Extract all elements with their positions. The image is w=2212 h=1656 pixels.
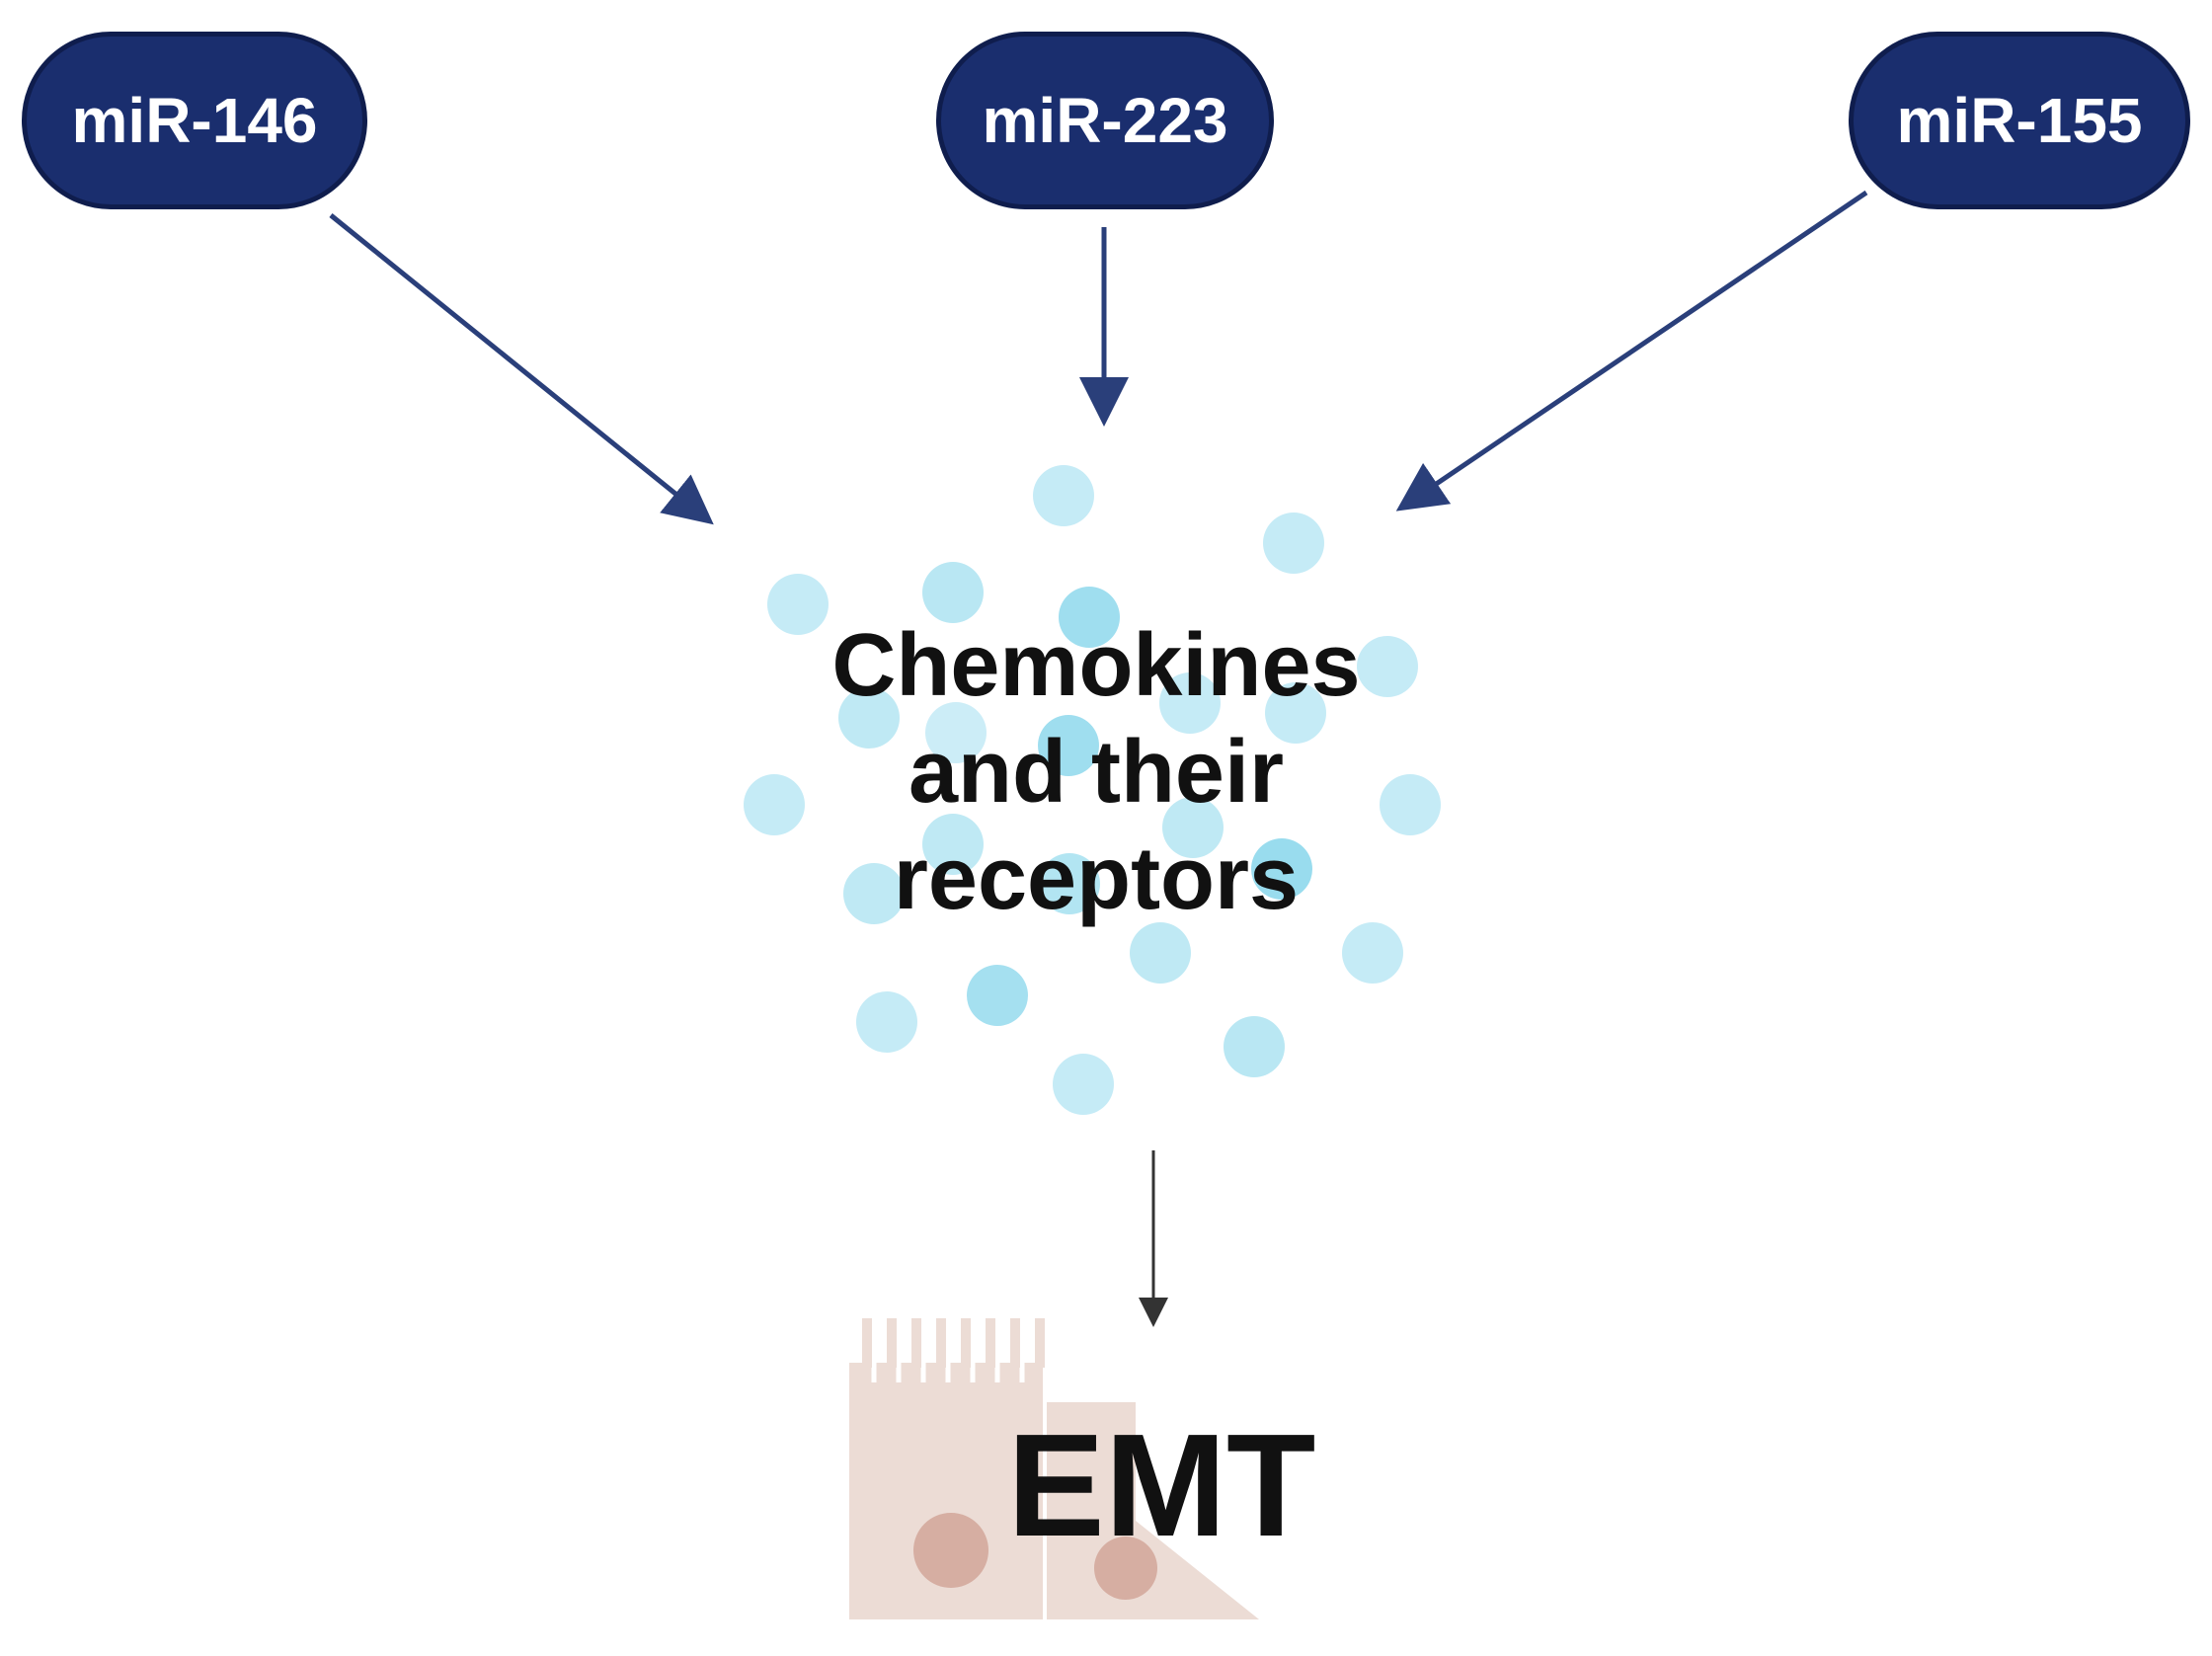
cell-nucleus bbox=[1094, 1537, 1157, 1600]
emt-label: EMT bbox=[1007, 1404, 1316, 1567]
mir-155-label: miR-155 bbox=[1896, 85, 2143, 156]
chemokine-bubble bbox=[1053, 1054, 1114, 1115]
chemokine-bubble bbox=[856, 991, 917, 1053]
arrow-mir146-to-chemokines bbox=[329, 213, 714, 525]
mir-223-label: miR-223 bbox=[982, 85, 1228, 156]
mir-146-label: miR-146 bbox=[71, 85, 318, 156]
chemokine-bubble bbox=[744, 774, 805, 835]
chemokine-bubble bbox=[1159, 672, 1221, 734]
chemokine-bubble bbox=[1357, 636, 1418, 697]
epithelial-cell-icon bbox=[849, 1318, 1259, 1619]
chemokines-label-line-1: Chemokines bbox=[831, 616, 1361, 715]
chemokine-bubble bbox=[1265, 682, 1326, 744]
chemokines-label: Chemokines and their receptors bbox=[750, 612, 1442, 932]
chemokine-bubble bbox=[1263, 513, 1324, 574]
chemokine-bubble bbox=[1038, 715, 1099, 776]
chemokine-bubble bbox=[838, 687, 900, 749]
chemokine-bubbles bbox=[744, 465, 1441, 1115]
chemokine-bubble bbox=[1130, 922, 1191, 984]
chemokines-label-line-3: receptors bbox=[893, 829, 1300, 928]
chemokine-bubble bbox=[925, 702, 987, 763]
chemokine-bubble bbox=[1039, 853, 1100, 914]
mir-146-node: miR-146 bbox=[22, 32, 367, 209]
chemokine-bubble bbox=[1033, 465, 1094, 526]
chemokines-label-line-2: and their bbox=[908, 723, 1285, 822]
mir-155-node: miR-155 bbox=[1849, 32, 2190, 209]
chemokine-bubble bbox=[1059, 587, 1120, 648]
chemokine-bubble bbox=[1224, 1016, 1285, 1077]
chemokine-bubble bbox=[967, 965, 1028, 1026]
chemokine-bubble bbox=[1162, 797, 1224, 858]
chemokine-bubble bbox=[843, 863, 905, 924]
arrow-mir155-to-chemokines bbox=[1395, 190, 1868, 512]
mir-223-node: miR-223 bbox=[936, 32, 1274, 209]
chemokine-bubble bbox=[1380, 774, 1441, 835]
chemokine-bubble bbox=[922, 562, 984, 623]
chemokine-bubble bbox=[1342, 922, 1403, 984]
chemokine-bubble bbox=[1251, 838, 1312, 900]
chemokine-bubble bbox=[922, 814, 984, 875]
cell-nucleus bbox=[913, 1513, 988, 1588]
chemokine-bubble bbox=[767, 574, 829, 635]
